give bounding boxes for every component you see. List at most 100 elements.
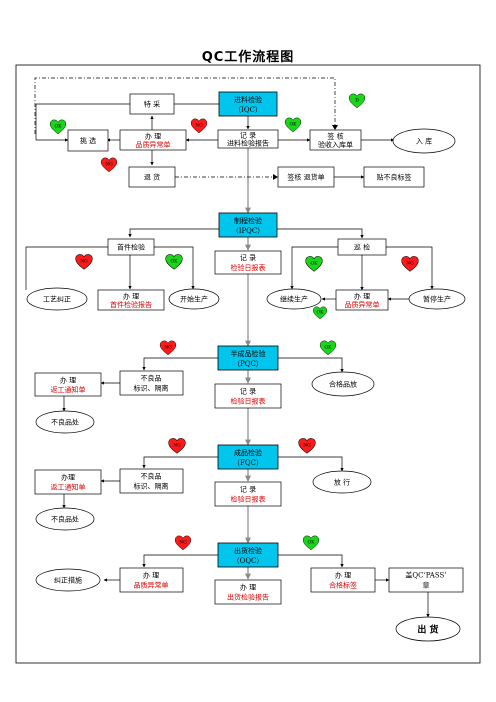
svg-text:验收入库单: 验收入库单 bbox=[318, 140, 353, 149]
svg-text:暂停生产: 暂停生产 bbox=[423, 295, 451, 304]
svg-text:OK: OK bbox=[324, 345, 332, 351]
svg-text:检验日报表: 检验日报表 bbox=[231, 263, 266, 272]
svg-text:NG: NG bbox=[303, 443, 311, 449]
pqc-record: 记 录 检验日报表 bbox=[214, 383, 282, 409]
badge-oqc-ng: NG bbox=[174, 535, 192, 551]
svg-text:办 理: 办 理 bbox=[240, 583, 256, 592]
svg-text:继续生产: 继续生产 bbox=[280, 295, 308, 304]
iqc-special: 特 采 bbox=[129, 93, 175, 115]
svg-text:OK: OK bbox=[307, 540, 315, 546]
badge-ipqc-patrol-ok: OK bbox=[305, 256, 323, 272]
badge-pqc-ng: NG bbox=[159, 340, 177, 356]
svg-text:合格标签: 合格标签 bbox=[329, 581, 357, 590]
outer-frame bbox=[15, 64, 481, 664]
svg-text:出货检验: 出货检验 bbox=[234, 546, 262, 555]
svg-text:办理: 办理 bbox=[61, 473, 75, 482]
ipqc-continue: 继续生产 bbox=[266, 288, 322, 310]
svg-text:记 录: 记 录 bbox=[240, 132, 256, 140]
oqc-ship: 出 货 bbox=[395, 616, 461, 642]
pqc-defect: 不良品 标识、隔离 bbox=[119, 370, 184, 396]
fqc-record: 记 录 检验日报表 bbox=[214, 481, 282, 507]
oqc-report: 办 理 出货检验报告 bbox=[214, 579, 282, 605]
badge-ipqc-patrol-ng: NG bbox=[401, 256, 419, 272]
ipqc-pause: 暂停生产 bbox=[408, 288, 466, 310]
svg-text:巡 检: 巡 检 bbox=[354, 243, 370, 252]
svg-text:不良品: 不良品 bbox=[141, 374, 162, 383]
fqc-defect-place: 不良品处 bbox=[35, 507, 95, 531]
badge-iqc-ng: NG bbox=[190, 118, 208, 134]
svg-text:退 货: 退 货 bbox=[144, 173, 160, 182]
svg-text:首件检验: 首件检验 bbox=[117, 243, 145, 252]
svg-text:检验日报表: 检验日报表 bbox=[231, 397, 266, 406]
pqc-release: 合格品放 bbox=[311, 371, 375, 397]
svg-text:记 录: 记 录 bbox=[240, 254, 256, 262]
stage-fqc: 成品检验 （FQC） bbox=[217, 444, 279, 470]
svg-text:OK: OK bbox=[316, 310, 324, 316]
svg-text:半成品检验: 半成品检验 bbox=[231, 349, 266, 358]
svg-text:盖QC‘PASS’: 盖QC‘PASS’ bbox=[405, 571, 446, 580]
ipqc-patrol: 巡 检 bbox=[337, 238, 387, 256]
stage-pqc: 半成品检验 （PQC） bbox=[217, 345, 279, 371]
svg-text:出 货: 出 货 bbox=[417, 624, 438, 636]
svg-text:（PQC）: （PQC） bbox=[233, 360, 263, 368]
svg-text:不良品处: 不良品处 bbox=[51, 515, 79, 524]
svg-text:开始生产: 开始生产 bbox=[180, 295, 208, 304]
oqc-label: 办 理 合格标签 bbox=[310, 567, 376, 593]
oqc-stamp: 盖QC‘PASS’ 章 bbox=[388, 567, 464, 593]
svg-text:纠正措施: 纠正措施 bbox=[54, 576, 82, 585]
svg-text:品质异常单: 品质异常单 bbox=[136, 140, 171, 149]
ipqc-record: 记 录 检验日报表 bbox=[214, 250, 282, 275]
iqc-abnormal: 办 理 品质异常单 bbox=[119, 129, 187, 151]
svg-text:NG: NG bbox=[195, 123, 203, 129]
badge-ipqc-first-ok: OK bbox=[165, 254, 183, 270]
pqc-defect-place: 不良品处 bbox=[35, 410, 95, 434]
svg-text:品质异常单: 品质异常单 bbox=[345, 300, 380, 309]
svg-text:章: 章 bbox=[423, 581, 430, 590]
svg-text:成品检验: 成品检验 bbox=[234, 448, 262, 457]
svg-text:出货检验报告: 出货检验报告 bbox=[227, 593, 269, 602]
svg-text:挑 选: 挑 选 bbox=[80, 136, 96, 145]
svg-text:品质异常单: 品质异常单 bbox=[134, 581, 169, 590]
pqc-rework: 办 理 返工通知单 bbox=[34, 372, 102, 397]
svg-text:OK: OK bbox=[310, 261, 318, 267]
iqc-stage-code: （IQC） bbox=[234, 106, 262, 114]
badge-iqc-pick-ok: OK bbox=[49, 119, 67, 135]
oqc-abnormal: 办 理 品质异常单 bbox=[119, 567, 184, 593]
fqc-defect: 不良品 标识、隔离 bbox=[119, 468, 184, 494]
svg-text:办 理: 办 理 bbox=[145, 132, 161, 141]
svg-text:签核 退货单: 签核 退货单 bbox=[287, 173, 324, 182]
badge-ipqc-continue-ok: OK bbox=[312, 306, 328, 320]
iqc-sign: 签 核 验收入库单 bbox=[309, 129, 362, 151]
svg-text:办 理: 办 理 bbox=[60, 376, 76, 385]
svg-text:返工通知单: 返工通知单 bbox=[51, 385, 86, 394]
svg-text:NG: NG bbox=[105, 162, 113, 168]
stage-ipqc: 制程检验 （IPQC） bbox=[218, 212, 278, 238]
svg-text:记 录: 记 录 bbox=[240, 486, 256, 494]
badge-oqc-ok: OK bbox=[302, 535, 320, 551]
iqc-record: 记 录 进料检验报告 bbox=[217, 129, 279, 149]
iqc-warehouse: 入 库 bbox=[392, 128, 456, 154]
svg-text:NG: NG bbox=[173, 443, 181, 449]
svg-text:NG: NG bbox=[80, 259, 88, 265]
svg-text:（IPQC）: （IPQC） bbox=[232, 227, 265, 235]
stage-iqc: 进料检验 （IQC） bbox=[218, 91, 278, 117]
svg-text:办 理: 办 理 bbox=[354, 292, 370, 301]
svg-text:返工通知单: 返工通知单 bbox=[51, 483, 86, 492]
badge-fqc-ng: NG bbox=[168, 438, 186, 454]
ipqc-first-report: 办 理 首件检验报告 bbox=[97, 289, 165, 311]
svg-text:标识、隔离: 标识、隔离 bbox=[134, 384, 169, 393]
iqc-stage-title: 进料检验 bbox=[234, 95, 262, 104]
svg-text:不良品处: 不良品处 bbox=[51, 418, 79, 427]
svg-text:特 采: 特 采 bbox=[144, 100, 160, 109]
oqc-correct: 纠正措施 bbox=[35, 568, 101, 592]
ipqc-correct: 工艺纠正 bbox=[26, 287, 88, 311]
svg-text:办 理: 办 理 bbox=[123, 292, 139, 301]
fqc-release: 放 行 bbox=[312, 470, 372, 494]
badge-pqc-ok: OK bbox=[319, 340, 337, 356]
svg-text:NG: NG bbox=[164, 345, 172, 351]
badge-iqc-sign-ok: OK bbox=[284, 117, 302, 133]
svg-text:NG: NG bbox=[406, 261, 414, 267]
svg-text:入 库: 入 库 bbox=[416, 137, 432, 146]
svg-text:办 理: 办 理 bbox=[143, 571, 159, 580]
